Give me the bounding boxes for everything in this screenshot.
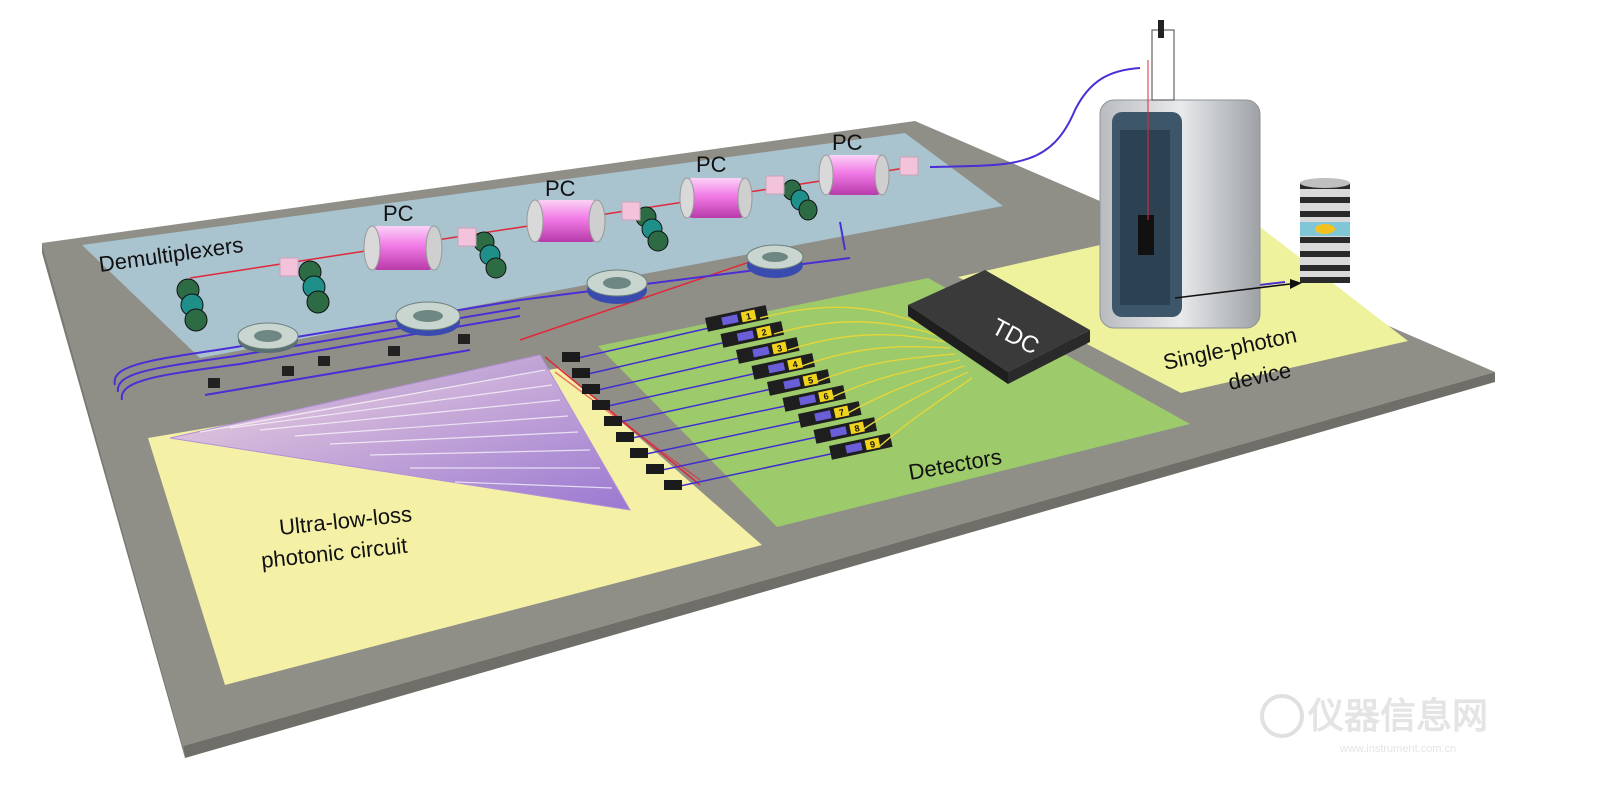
detector-box: 8 [813, 417, 878, 444]
output-arrow [1174, 279, 1302, 299]
circuit-input-connectors [208, 334, 470, 388]
detector-channel-tag [864, 437, 881, 451]
fiber-connector [458, 334, 470, 344]
detector-box: 3 [736, 337, 800, 364]
detector-window [798, 394, 817, 406]
beam-splitters [279, 156, 919, 277]
fiber-coil [395, 301, 461, 336]
waveplate-stacks [176, 179, 818, 332]
pc-cylinder [526, 199, 606, 243]
detector-box: 9 [829, 433, 893, 460]
detector-box: 5 [767, 369, 831, 396]
detector-channel-tag [771, 341, 788, 355]
detector-channel-number: 6 [823, 391, 830, 402]
pc-cylinder [679, 177, 753, 219]
output-fibers [562, 324, 841, 490]
detector-channel-number: 1 [745, 311, 752, 322]
detector-channel-tag [802, 373, 819, 387]
detector-channel-tag [818, 389, 834, 403]
detector-window [814, 410, 832, 422]
detector-box: 6 [782, 385, 847, 412]
watermark-logo-icon [1260, 694, 1304, 738]
fiber-coil [586, 269, 648, 304]
pc-label: PC [383, 201, 414, 226]
single-photon-stack [1300, 178, 1350, 283]
sample-holder [1138, 215, 1154, 255]
beam-splitter-cube [899, 156, 919, 176]
detector-channel-number: 4 [792, 359, 799, 370]
quantum-dot-icon [1315, 224, 1335, 234]
detector-wires [759, 306, 973, 447]
detector-window [721, 314, 739, 326]
tdc-box: TDC [908, 270, 1090, 384]
detector-channel-number: 5 [807, 375, 814, 386]
detector-box: 7 [798, 401, 862, 428]
beam-splitter-cube [621, 201, 641, 221]
fiber-connector [282, 366, 294, 376]
waveplate-stack [782, 179, 818, 221]
detector-channel-tag [833, 405, 850, 419]
detector-channel-tag [740, 309, 757, 323]
waveplate-stack [473, 231, 507, 279]
detector-window [736, 330, 755, 342]
beam-splitter-cube [765, 175, 785, 195]
detector-window [767, 362, 786, 374]
detector-channel-number: 8 [854, 423, 861, 434]
detector-window [752, 346, 770, 358]
fiber-connector [208, 378, 220, 388]
beam-splitter-cube [457, 227, 477, 247]
detector-box: 1 [705, 305, 769, 332]
pc-label: PC [696, 152, 727, 177]
watermark-text: 仪器信息网 [1307, 695, 1488, 736]
detector-window [783, 378, 801, 390]
pc-cylinder [363, 225, 443, 271]
detector-window [845, 442, 863, 454]
watermark-url: www.instrument.com.cn [1339, 743, 1456, 755]
detector-channel-number: 3 [776, 343, 783, 354]
detector-box: 4 [751, 353, 816, 380]
detector-channel-number: 2 [761, 327, 768, 338]
fiber-connector [388, 346, 400, 356]
detector-box: 2 [720, 321, 785, 348]
detector-channel-tag [756, 325, 772, 339]
waveplate-stack [635, 206, 669, 252]
watermark: 仪器信息网 www.instrument.com.cn [1260, 694, 1488, 755]
detector-channel-tag [787, 357, 803, 371]
detector-window [829, 426, 848, 438]
waveplate-stack [298, 260, 330, 314]
pc-units [363, 154, 890, 271]
beam-splitter-cube [279, 257, 299, 277]
detector-channel-number: 7 [838, 407, 845, 418]
waveplate-stack [176, 278, 208, 332]
photonic-circuit-chip [169, 354, 631, 511]
cryostat [1099, 20, 1261, 329]
detector-channel-tag [849, 421, 865, 435]
optics-mount [1151, 29, 1175, 101]
detector-channel-number: 9 [869, 439, 876, 450]
fiber-connector [318, 356, 330, 366]
pc-label: PC [545, 176, 576, 201]
pc-label: PC [832, 130, 863, 155]
pc-cylinder [818, 154, 890, 196]
fiber-coil [746, 244, 804, 278]
fiber-coil [237, 322, 299, 353]
fiber-coils [237, 244, 804, 353]
